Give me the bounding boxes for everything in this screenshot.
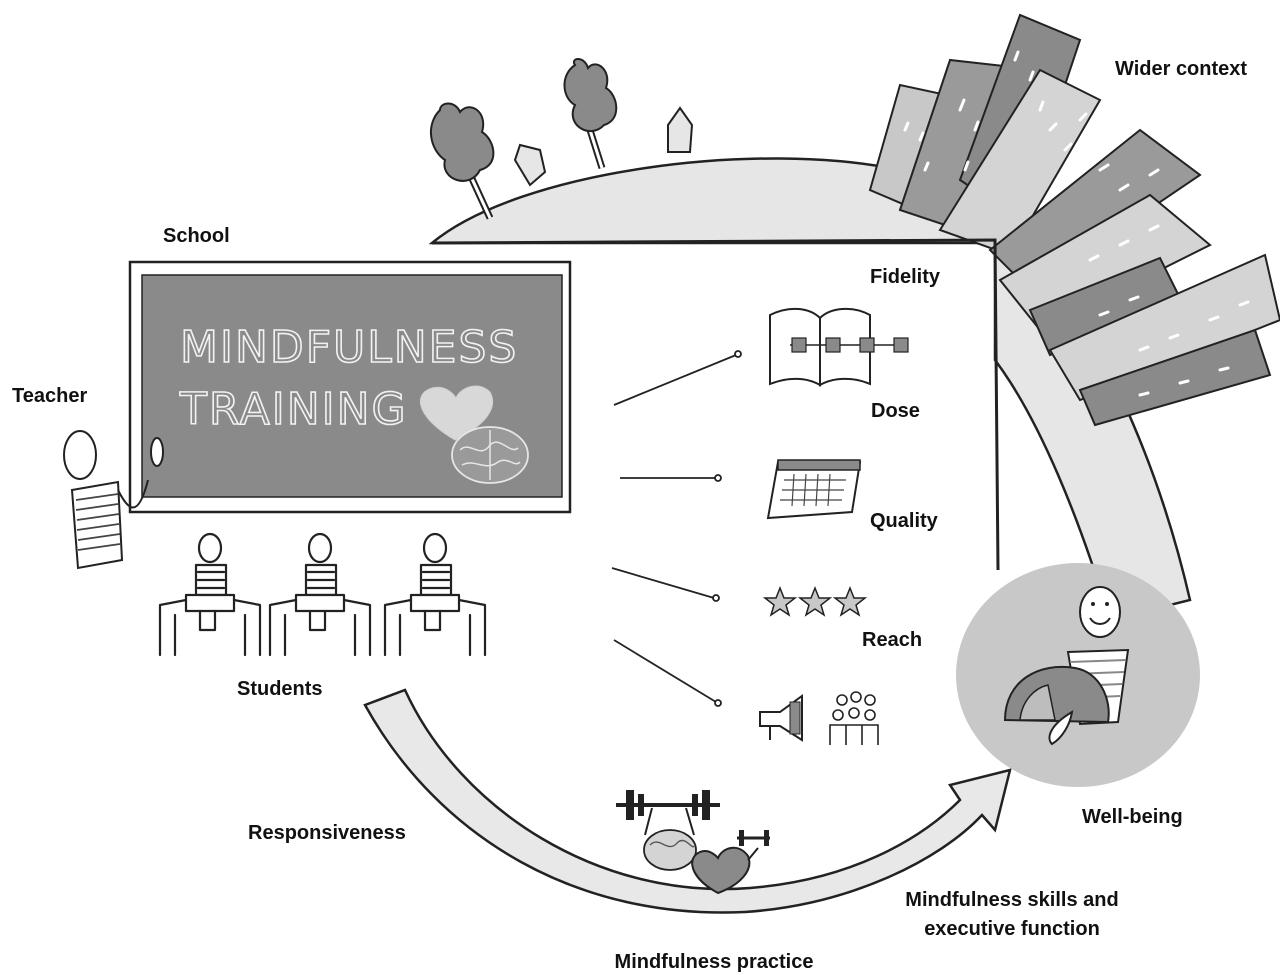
book-flow-icon (769, 307, 909, 387)
label-fidelity: Fidelity (870, 266, 941, 288)
teacher-figure (63, 430, 164, 570)
label-teacher: Teacher (12, 385, 87, 407)
people-icon (829, 691, 879, 745)
student-desk (268, 532, 372, 657)
label-reach: Reach (862, 629, 922, 651)
tree-icon (429, 102, 495, 220)
label-school: School (163, 225, 230, 247)
megaphone-icon (759, 694, 803, 742)
label-well-being: Well-being (1082, 806, 1183, 828)
dumbbell-brain-icon (616, 790, 770, 895)
building-icon (868, 13, 1280, 427)
label-skills-line-2: executive function (924, 918, 1100, 940)
three-stars-icon (762, 585, 868, 617)
label-responsiveness: Responsiveness (248, 822, 406, 844)
school-frame (431, 238, 1000, 571)
connector-lines (611, 350, 742, 707)
label-students: Students (237, 678, 323, 700)
brain-heart-icon (420, 385, 529, 484)
label-quality: Quality (870, 510, 939, 532)
building-windows (903, 50, 1250, 397)
label-skills-line-1: Mindfulness skills and (905, 889, 1118, 911)
smiley-gauge-icon (956, 563, 1200, 787)
board-line-1: MINDFULNESS (180, 322, 518, 373)
house-icon (513, 143, 547, 187)
house-icon (667, 106, 694, 153)
student-desk (158, 532, 262, 657)
label-wider-context: Wider context (1115, 58, 1247, 80)
label-dose: Dose (871, 400, 920, 422)
practice-arrow (363, 688, 1012, 914)
tree-icon (563, 58, 618, 170)
board-line-2: TRAINING (179, 384, 408, 435)
calendar-icon (766, 459, 862, 520)
label-mindfulness-practice: Mindfulness practice (615, 951, 814, 973)
student-desk (383, 532, 487, 657)
